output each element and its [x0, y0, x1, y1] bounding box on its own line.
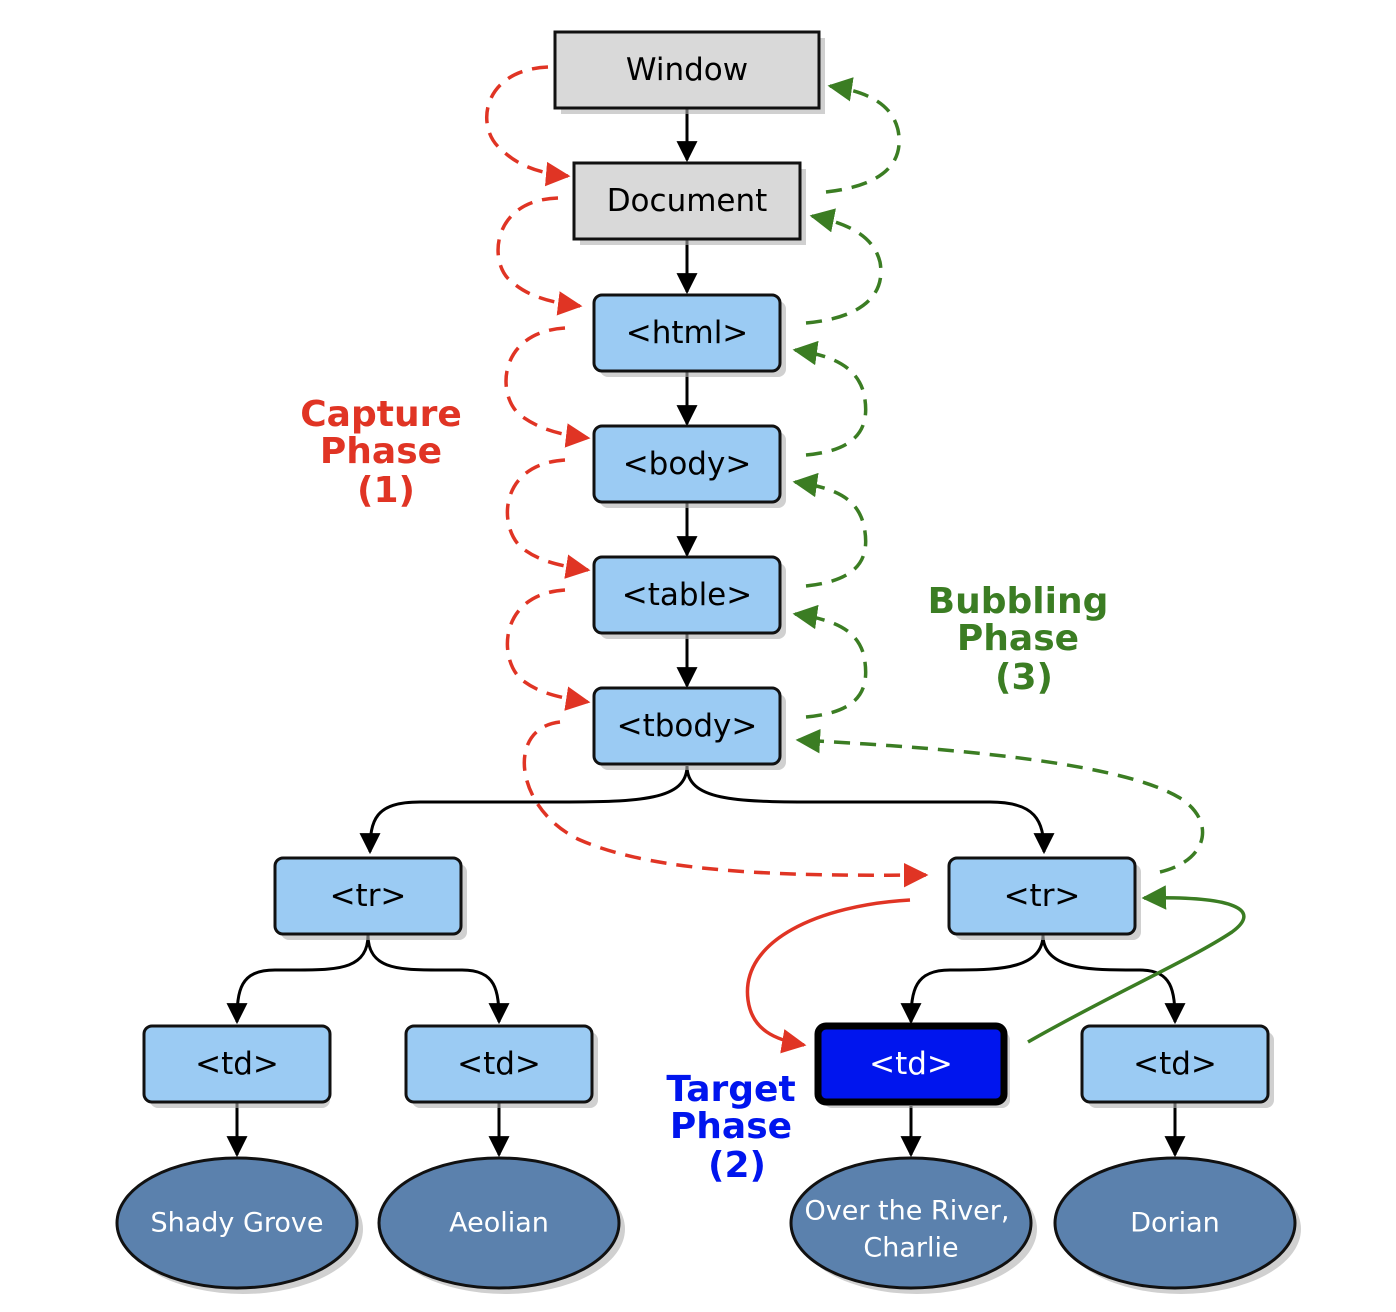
capture-phase-line3: (1)	[357, 470, 415, 511]
edge-tbody-tr-left	[359, 765, 689, 855]
tr-left-box	[273, 856, 463, 936]
document-box	[572, 161, 802, 241]
capture-phase-line1: Capture	[300, 394, 462, 435]
tbody-box	[592, 686, 782, 766]
target-phase-line1: Target	[666, 1069, 795, 1110]
node-tr-right: <tr>	[947, 856, 1141, 940]
edge-trleft-td2	[366, 934, 510, 1025]
bubbling-phase-label: Bubbling Phase (3)	[928, 581, 1109, 698]
leaf-2: Aeolian	[377, 1156, 625, 1294]
table-box	[592, 555, 782, 635]
edge-tbody-tr-right	[685, 765, 1055, 855]
node-tbody: <tbody>	[592, 686, 786, 770]
bubbling-phase-line1: Bubbling	[928, 581, 1109, 622]
html-box	[592, 293, 782, 373]
node-td-3-target: <td>	[814, 1022, 1010, 1108]
window-box	[553, 30, 821, 110]
capture-arrow-body-table	[505, 458, 591, 579]
leaf-3-label-line2: Charlie	[863, 1233, 958, 1264]
node-table: <table>	[592, 555, 786, 639]
leaf-3: Over the River, Charlie	[789, 1156, 1037, 1294]
node-td-2: <td>	[404, 1024, 598, 1108]
node-body: <body>	[592, 424, 786, 508]
leaf-4-label: Dorian	[1130, 1208, 1220, 1239]
capture-arrow-tr-td	[745, 898, 911, 1054]
bubble-arrow-html-document	[805, 208, 883, 325]
leaf-3-ellipse	[789, 1156, 1033, 1290]
node-window: Window	[553, 30, 825, 114]
bubbling-phase-line3: (3)	[995, 657, 1053, 698]
leaf-4: Dorian	[1053, 1156, 1301, 1294]
td-2-box	[404, 1024, 594, 1104]
tbody-label: <tbody>	[617, 708, 758, 744]
leaf-4-ellipse	[1053, 1156, 1297, 1290]
capture-arrow-window-document	[485, 65, 571, 187]
node-html: <html>	[592, 293, 786, 377]
leaf-3-label-line1: Over the River,	[805, 1196, 1010, 1227]
leaf-2-label: Aeolian	[449, 1208, 549, 1239]
window-label: Window	[626, 52, 748, 88]
bubble-arrow-document-window	[825, 77, 901, 194]
capture-arrow-document-html	[496, 196, 583, 316]
td-4-box	[1080, 1024, 1270, 1104]
edge-trright-td4	[1041, 934, 1186, 1025]
bubble-arrow-body-html	[792, 340, 868, 457]
bubble-arrow-tbody-table	[792, 604, 868, 719]
bubbling-arrows	[792, 77, 1246, 1044]
td-3-label: <td>	[869, 1046, 953, 1082]
leaf-1-label: Shady Grove	[150, 1208, 323, 1239]
node-tr-left: <tr>	[273, 856, 467, 940]
edge-trleft-td1	[226, 934, 370, 1025]
html-label: <html>	[626, 315, 749, 351]
leaf-1-ellipse	[115, 1156, 359, 1290]
td-1-label: <td>	[195, 1046, 279, 1082]
bubble-arrow-table-body	[792, 472, 868, 588]
td-2-label: <td>	[457, 1046, 541, 1082]
bubble-arrow-td-tr	[1027, 885, 1246, 1044]
node-document: Document	[572, 161, 806, 245]
bubble-arrow-tr-tbody	[795, 728, 1205, 874]
td-1-box	[142, 1024, 332, 1104]
capture-arrows	[485, 65, 929, 1054]
tr-right-box	[947, 856, 1137, 936]
node-td-1: <td>	[142, 1024, 332, 1108]
table-label: <table>	[622, 577, 752, 613]
target-phase-line2: Phase	[670, 1106, 792, 1147]
tr-right-label: <tr>	[1004, 878, 1081, 914]
document-label: Document	[607, 183, 768, 219]
capture-phase-label: Capture Phase (1)	[300, 394, 462, 511]
capture-arrow-tbody-tr	[522, 720, 929, 888]
tr-left-label: <tr>	[330, 878, 407, 914]
body-label: <body>	[623, 446, 752, 482]
body-box	[592, 424, 782, 504]
capture-arrow-html-body	[504, 326, 591, 448]
leaf-2-ellipse	[377, 1156, 621, 1290]
target-phase-label: Target Phase (2)	[666, 1069, 795, 1186]
node-td-4: <td>	[1080, 1024, 1274, 1108]
capture-phase-line2: Phase	[320, 431, 442, 472]
target-phase-line3: (2)	[708, 1145, 766, 1186]
leaf-1: Shady Grove	[115, 1156, 363, 1294]
tree-edges	[226, 108, 1186, 1158]
capture-arrow-table-tbody	[505, 588, 591, 711]
bubbling-phase-line2: Phase	[957, 618, 1079, 659]
td-4-label: <td>	[1133, 1046, 1217, 1082]
td-3-box	[814, 1022, 1008, 1106]
edge-trright-td3	[900, 934, 1045, 1025]
